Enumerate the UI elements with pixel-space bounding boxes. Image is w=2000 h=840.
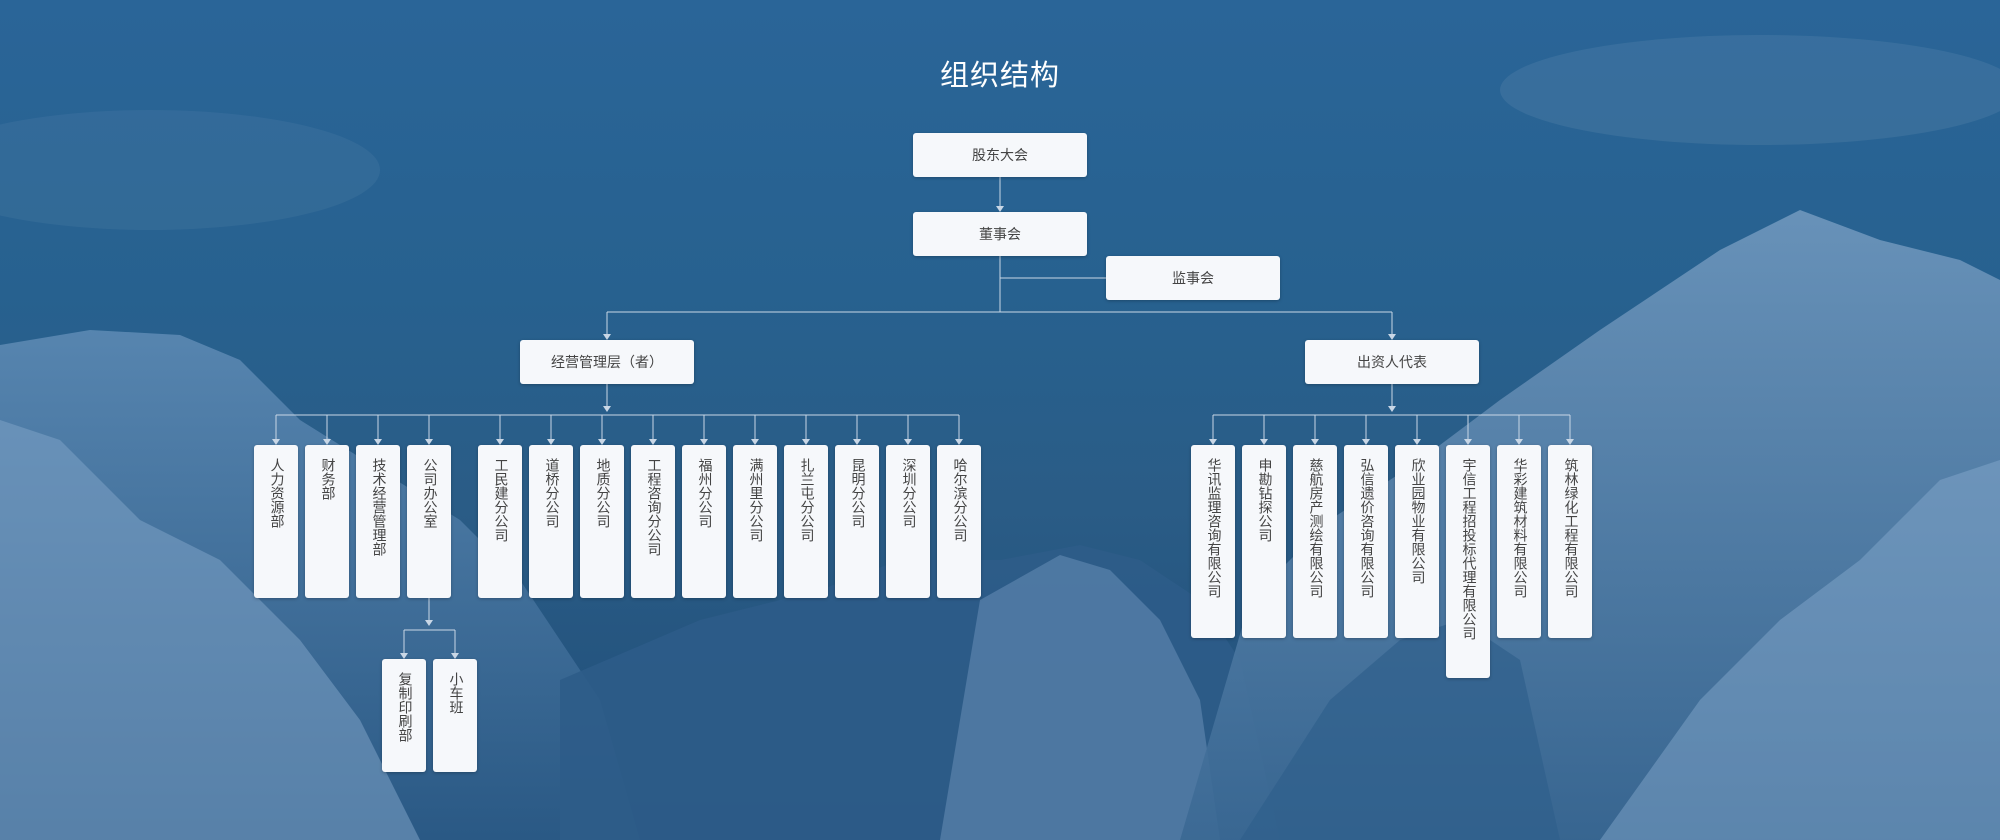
- unit-huacai-materials[interactable]: 华彩建筑材料有限公司: [1497, 445, 1541, 638]
- unit-label: 华彩建筑材料有限公司: [1511, 458, 1528, 598]
- page-title: 组织结构: [939, 58, 1060, 92]
- unit-engineering-consulting[interactable]: 工程咨询分公司: [631, 445, 675, 598]
- unit-label: 地质分公司: [594, 458, 611, 528]
- unit-label: 工民建分公司: [492, 458, 509, 542]
- unit-label: 福州分公司: [696, 458, 713, 528]
- unit-label: 华讯监理咨询有限公司: [1205, 458, 1222, 598]
- management-label: 经营管理层（者）: [551, 355, 663, 371]
- unit-civil-construction[interactable]: 工民建分公司: [478, 445, 522, 598]
- unit-label: 财务部: [319, 458, 336, 500]
- shareholders-label: 股东大会: [972, 148, 1028, 164]
- unit-label: 小车班: [447, 672, 464, 714]
- unit-label: 昆明分公司: [849, 458, 866, 528]
- unit-label: 复制印刷部: [396, 672, 413, 742]
- board-box[interactable]: 董事会: [913, 212, 1087, 256]
- unit-harbin[interactable]: 哈尔滨分公司: [937, 445, 981, 598]
- unit-manzhouli[interactable]: 满州里分公司: [733, 445, 777, 598]
- unit-label: 满州里分公司: [747, 458, 764, 542]
- unit-xinye-property[interactable]: 欣业园物业有限公司: [1395, 445, 1439, 638]
- unit-label: 公司办公室: [421, 458, 438, 528]
- investor-rep-label: 出资人代表: [1357, 355, 1427, 371]
- unit-huaxun-supervision[interactable]: 华讯监理咨询有限公司: [1191, 445, 1235, 638]
- unit-label: 筑林绿化工程有限公司: [1562, 458, 1579, 598]
- unit-label: 道桥分公司: [543, 458, 560, 528]
- supervisors-label: 监事会: [1172, 271, 1214, 287]
- unit-hongxin-consulting[interactable]: 弘信遗价咨询有限公司: [1344, 445, 1388, 638]
- board-label: 董事会: [979, 227, 1021, 243]
- unit-label: 欣业园物业有限公司: [1409, 458, 1426, 584]
- unit-label: 扎兰屯分公司: [798, 458, 815, 542]
- unit-road-bridge[interactable]: 道桥分公司: [529, 445, 573, 598]
- unit-shenkan-drilling[interactable]: 申勘钻探公司: [1242, 445, 1286, 638]
- unit-label: 宇信工程招投标代理有限公司: [1460, 458, 1477, 640]
- unit-zhalantun[interactable]: 扎兰屯分公司: [784, 445, 828, 598]
- shareholders-box[interactable]: 股东大会: [913, 133, 1087, 177]
- unit-motor-pool[interactable]: 小车班: [433, 659, 477, 772]
- unit-cihang-surveying[interactable]: 慈航房产测绘有限公司: [1293, 445, 1337, 638]
- unit-label: 工程咨询分公司: [645, 458, 662, 556]
- unit-label: 弘信遗价咨询有限公司: [1358, 458, 1375, 598]
- unit-label: 慈航房产测绘有限公司: [1307, 458, 1324, 598]
- management-box[interactable]: 经营管理层（者）: [520, 340, 694, 384]
- unit-label: 哈尔滨分公司: [951, 458, 968, 542]
- unit-yuxin-bidding[interactable]: 宇信工程招投标代理有限公司: [1446, 445, 1490, 678]
- unit-office[interactable]: 公司办公室: [407, 445, 451, 598]
- unit-zhulin-greening[interactable]: 筑林绿化工程有限公司: [1548, 445, 1592, 638]
- unit-label: 技术经营管理部: [370, 458, 387, 556]
- unit-label: 深圳分公司: [900, 458, 917, 528]
- unit-kunming[interactable]: 昆明分公司: [835, 445, 879, 598]
- unit-fuzhou[interactable]: 福州分公司: [682, 445, 726, 598]
- unit-label: 人力资源部: [268, 458, 285, 528]
- unit-label: 申勘钻探公司: [1256, 458, 1273, 542]
- supervisors-box[interactable]: 监事会: [1106, 256, 1280, 300]
- unit-hr[interactable]: 人力资源部: [254, 445, 298, 598]
- unit-geology[interactable]: 地质分公司: [580, 445, 624, 598]
- unit-printing[interactable]: 复制印刷部: [382, 659, 426, 772]
- unit-shenzhen[interactable]: 深圳分公司: [886, 445, 930, 598]
- investor-rep-box[interactable]: 出资人代表: [1305, 340, 1479, 384]
- unit-tech-management[interactable]: 技术经营管理部: [356, 445, 400, 598]
- unit-finance[interactable]: 财务部: [305, 445, 349, 598]
